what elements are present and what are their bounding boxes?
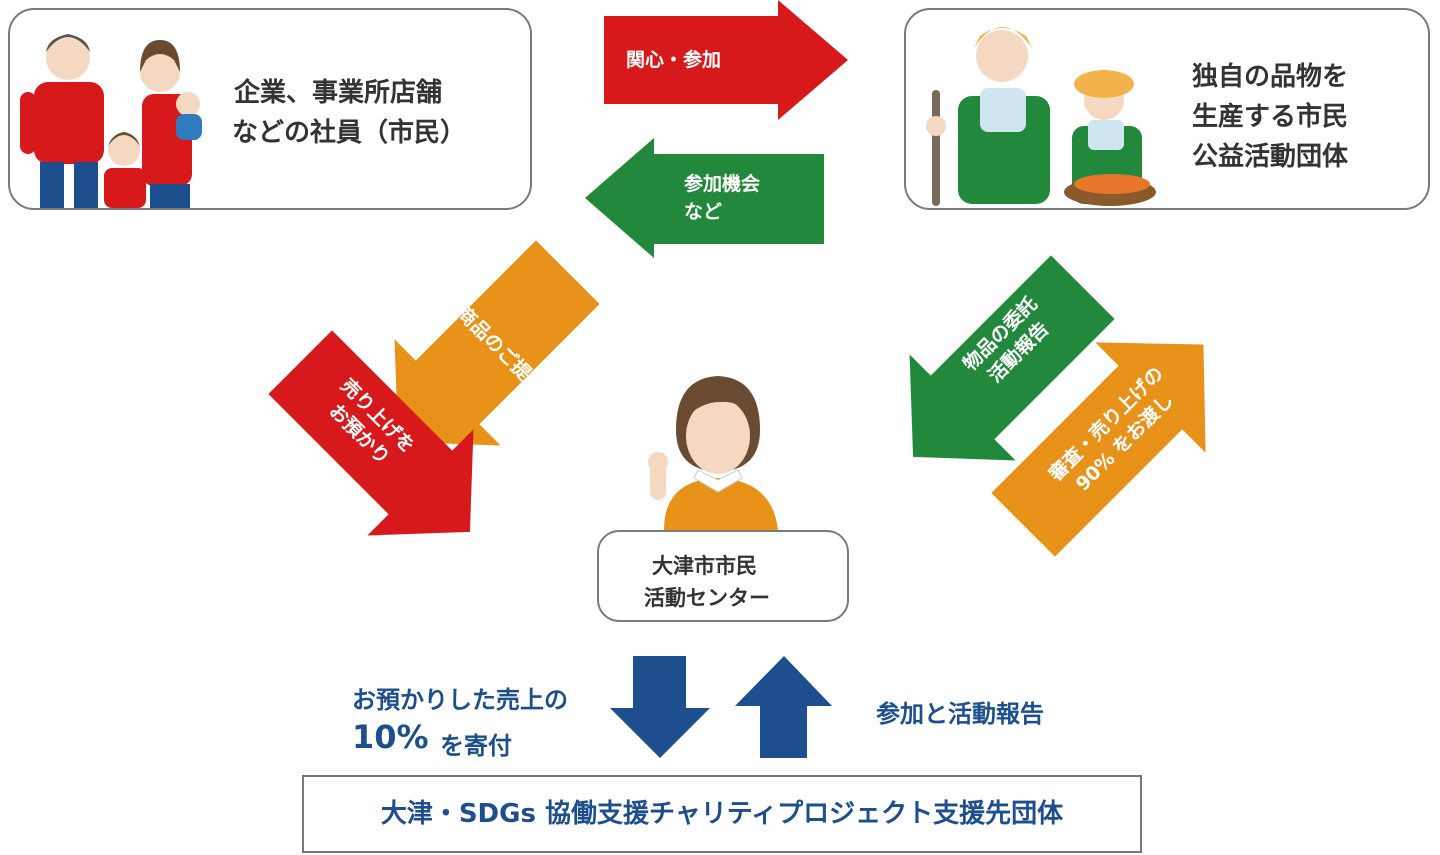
employees-title-line1: 企業、事業所店舗 [234,78,443,108]
donate-line1: お預かりした売上の [352,686,568,714]
opportunity-label-line2: など [684,201,723,223]
entrust-arrow [909,255,1115,461]
staff-illustration [648,376,778,530]
donate-line2: を寄付 [440,732,512,760]
family-illustration [20,34,202,208]
report-up-arrow [735,656,832,758]
producers-title-line2: 生産する市民 [1192,102,1349,132]
provide-goods-arrow [394,240,600,446]
producers-title-line3: 公益活動団体 [1192,142,1349,172]
review-arrow [991,342,1206,557]
producers-illustration [926,27,1156,206]
opportunity-label-line1: 参加機会 [684,173,761,195]
donate-pct: 10% [352,718,429,756]
opportunity-arrow [585,138,824,258]
project-title: 大津・SDGs 協働支援チャリティプロジェクト支援先団体 [380,799,1064,829]
interest-label: 関心・参加 [626,49,722,71]
center-box [597,530,849,622]
interest-arrow [604,0,848,120]
center-line1: 大津市市民 [652,554,757,578]
deposit-arrow [268,330,474,536]
producers-title-line1: 独自の品物を [1192,62,1349,92]
report-label: 参加と活動報告 [876,700,1044,728]
employees-title-line2: などの社員（市民） [232,118,467,148]
donate-down-arrow [610,656,710,758]
project-box [302,775,1142,853]
center-line2: 活動センター [644,586,770,610]
